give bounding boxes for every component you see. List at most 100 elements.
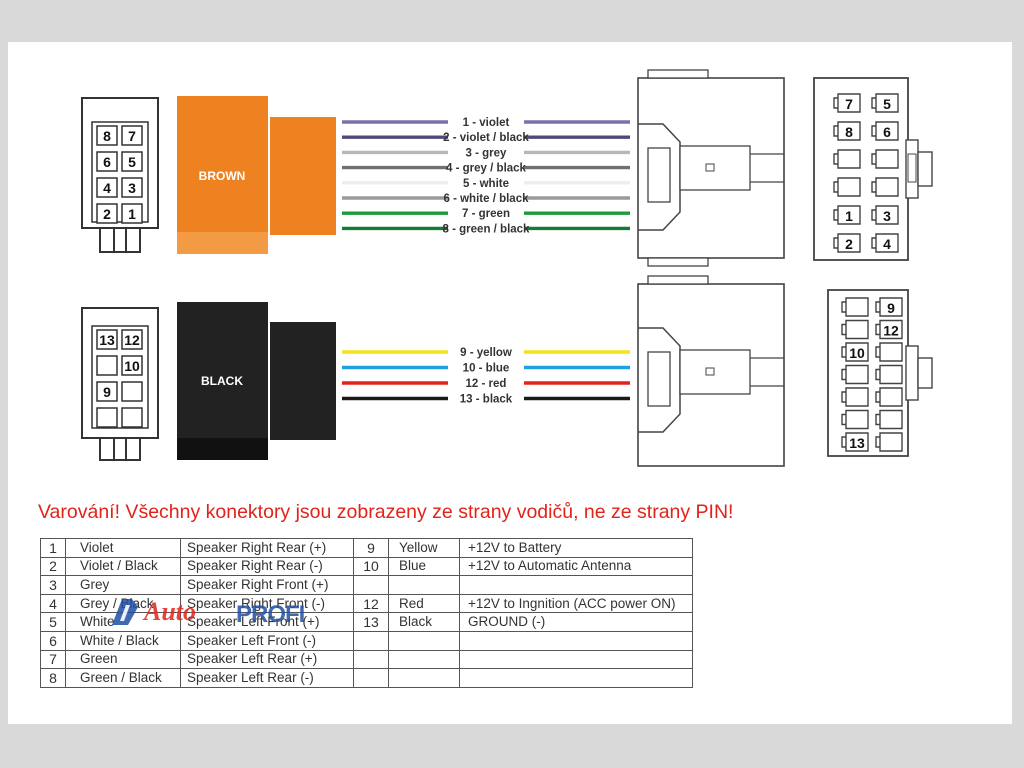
- pin-function: +12V to Automatic Antenna: [459, 556, 693, 577]
- pin-number: 4: [40, 593, 66, 614]
- black-block-rear: [270, 322, 336, 440]
- top-male-pin-cell: [121, 125, 143, 146]
- pin-number: 9: [353, 538, 389, 558]
- top-female-cavity: [871, 121, 899, 141]
- top-female-pin-number: 7: [845, 96, 853, 112]
- brown-housing: BROWN: [177, 96, 336, 254]
- bottom-male-pin-number: 13: [99, 332, 115, 348]
- top-male-pin-cell: [121, 203, 143, 224]
- pin-function: [459, 668, 693, 688]
- brown-block-rear: [270, 117, 336, 235]
- top-male-pin-number: 8: [103, 128, 111, 144]
- bottom-male-pin-cell: [121, 329, 143, 350]
- warning-text: Varování! Všechny konektory jsou zobraze…: [38, 501, 734, 523]
- bottom-male-pin-cell: [121, 381, 143, 402]
- bottom-female-cavity: [841, 297, 869, 317]
- pin-function: [459, 630, 693, 651]
- pin-function: Speaker Right Front (+): [180, 575, 354, 595]
- bottom-male-pin-cell: [121, 407, 143, 428]
- bottom-female-cavity: [841, 409, 869, 430]
- top-male-pin-number: 2: [103, 206, 111, 222]
- bottom-wire-label: 12 - red: [466, 378, 507, 390]
- pin-function: Speaker Left Rear (-): [180, 668, 354, 688]
- top-male-pin-cell: [96, 177, 118, 198]
- black-block: [177, 302, 268, 460]
- top-female-cavity: [871, 205, 899, 225]
- black-housing: BLACK: [177, 302, 336, 460]
- wire-color: White: [65, 612, 181, 632]
- bottom-female-cavity: [841, 319, 869, 340]
- top-female-cavity: [833, 121, 861, 141]
- top-female-pin-number: 3: [883, 208, 891, 224]
- pin-function: Speaker Left Rear (+): [180, 649, 354, 670]
- wire-color: Red: [388, 593, 460, 614]
- top-male-pin-number: 6: [103, 154, 111, 170]
- bottom-female-cavity: [875, 342, 903, 362]
- bottom-female-cavity: [841, 387, 869, 407]
- top-wire-label: 5 - white: [463, 178, 509, 190]
- pin-function: Speaker Right Rear (+): [180, 538, 354, 558]
- top-male-pin-cell: [121, 177, 143, 198]
- wire-color: Grey / Black: [65, 593, 181, 614]
- bottom-male-pin-cell: [96, 407, 118, 428]
- wire-color: Green: [65, 649, 181, 670]
- wire-color: Green / Black: [65, 668, 181, 688]
- pin-function: GROUND (-): [459, 612, 693, 632]
- wire-color: [388, 668, 460, 688]
- top-female-cavity: [833, 149, 861, 169]
- top-wire-label: 2 - violet / black: [443, 132, 529, 144]
- top-wire-label: 6 - white / black: [444, 193, 530, 205]
- pin-number: [353, 575, 389, 595]
- bottom-wire-label: 10 - blue: [463, 363, 510, 375]
- wire-color: [388, 649, 460, 670]
- top-wire-label: 3 - grey: [466, 147, 508, 159]
- bottom-male-pin-cell: [96, 355, 118, 376]
- top-wire-label: 1 - violet: [463, 117, 510, 129]
- bottom-wire-label: 9 - yellow: [460, 347, 512, 359]
- bottom-female-cavity: [841, 364, 869, 385]
- wire-color: [388, 575, 460, 595]
- top-female-cavity: [833, 177, 861, 197]
- top-female-pin-number: 5: [883, 96, 891, 112]
- bottom-wire-bundle: 9 - yellow 10 - blue 12 - red 13 - black: [342, 347, 630, 406]
- top-female-cavity: [833, 93, 861, 113]
- top-male-pin-number: 7: [128, 128, 136, 144]
- bottom-female-cavity: [841, 342, 869, 362]
- top-female-cavity: [871, 93, 899, 113]
- bottom-female-cavity: [875, 409, 903, 430]
- pin-number: 3: [40, 575, 66, 595]
- pin-number: 5: [40, 612, 66, 632]
- bottom-male-pin-cell: [121, 355, 143, 376]
- top-female-pin-number: 4: [883, 236, 891, 252]
- top-female-cavity: [871, 177, 899, 197]
- brown-label: BROWN: [199, 169, 246, 183]
- top-iso-connector-side: [637, 69, 785, 267]
- top-female-pin-number: 8: [845, 124, 853, 140]
- bottom-wire-label: 13 - black: [460, 394, 513, 406]
- wire-color: Black: [388, 612, 460, 632]
- wire-color: Violet: [65, 538, 181, 558]
- pin-number: 8: [40, 668, 66, 688]
- top-female-cavity: [833, 233, 861, 253]
- pin-function: +12V to Battery: [459, 538, 693, 558]
- bottom-female-pin-number: 12: [883, 323, 899, 339]
- bottom-female-pin-number: 9: [887, 300, 895, 316]
- pin-function: [459, 575, 693, 595]
- bottom-female-cavity: [875, 432, 903, 452]
- wire-color: Yellow: [388, 538, 460, 558]
- pin-function: Speaker Left Front (-): [180, 630, 354, 651]
- bottom-female-cavity: [875, 319, 903, 340]
- pin-function: [459, 649, 693, 670]
